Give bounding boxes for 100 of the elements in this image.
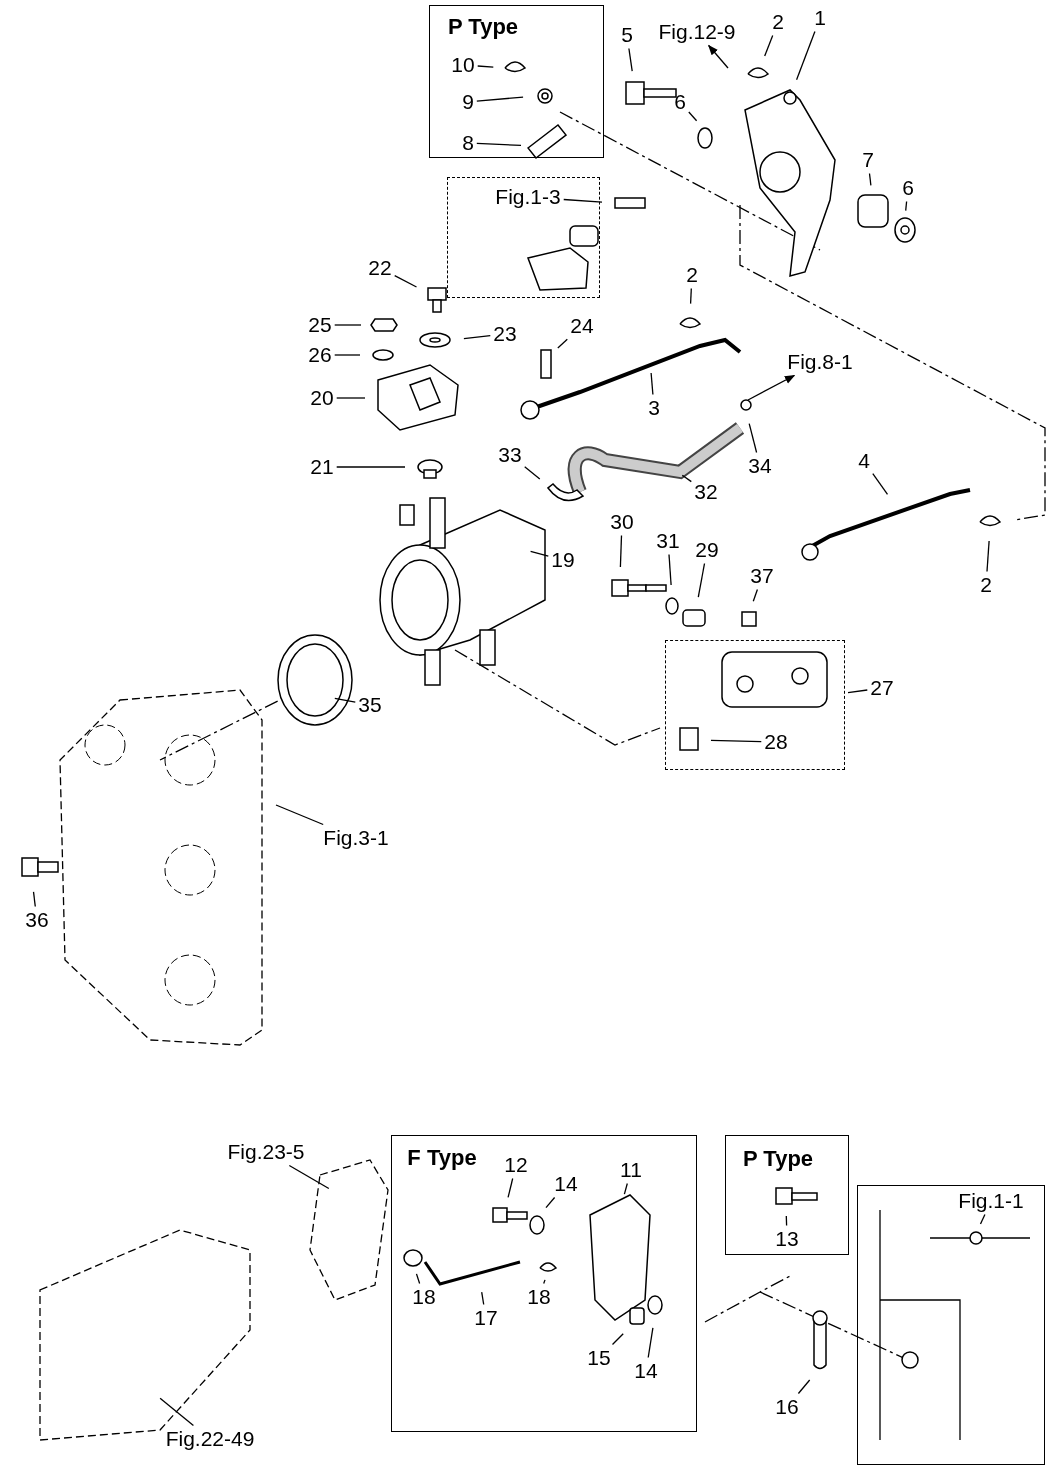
- leader-line: [275, 804, 324, 826]
- leader-line: [668, 553, 672, 586]
- callout-number: 27: [870, 676, 894, 700]
- callout-number: 20: [310, 386, 334, 410]
- callout-number: 4: [858, 449, 870, 473]
- callout-number: 32: [694, 480, 718, 504]
- callout-number: 34: [748, 454, 772, 478]
- callout-number: 15: [587, 1346, 611, 1370]
- leader-line: [905, 200, 908, 212]
- callout-number: 36: [25, 908, 49, 932]
- callout-number: 29: [695, 538, 719, 562]
- callout-number: 26: [308, 343, 332, 367]
- leader-line: [611, 1333, 624, 1346]
- leader-line: [785, 1215, 788, 1227]
- leader-line: [32, 891, 36, 908]
- leader-line: [563, 198, 603, 203]
- leader-line: [979, 1213, 986, 1225]
- callout-number: 17: [474, 1306, 498, 1330]
- callout-number: 35: [358, 693, 382, 717]
- leader-line: [872, 472, 889, 496]
- leader-line: [748, 422, 758, 454]
- callout-number: 24: [570, 314, 594, 338]
- inset-panel: [391, 1135, 697, 1432]
- figure-reference: Fig.1-1: [958, 1189, 1024, 1213]
- callout-number: 10: [451, 53, 475, 77]
- callout-number: 6: [674, 90, 686, 114]
- leader-line: [415, 1273, 421, 1285]
- callout-number: 9: [462, 90, 474, 114]
- leader-line: [524, 466, 541, 480]
- leader-line: [529, 550, 549, 557]
- leader-line: [159, 1397, 195, 1427]
- inset-panel: [429, 5, 604, 158]
- callout-number: 22: [368, 256, 392, 280]
- leader-line: [619, 534, 623, 568]
- inset-panel: [725, 1135, 849, 1255]
- callout-number: 6: [902, 176, 914, 200]
- callout-number: 11: [620, 1158, 642, 1182]
- detail-inset-panel: [857, 1185, 1045, 1465]
- callout-number: 3: [648, 396, 660, 420]
- callout-number: 25: [308, 313, 332, 337]
- callout-number: 19: [551, 548, 575, 572]
- figure-reference: Fig.8-1: [787, 350, 853, 374]
- callout-number: 2: [980, 573, 992, 597]
- leader-line: [688, 111, 698, 122]
- leader-line: [697, 562, 706, 598]
- callout-number: 30: [610, 510, 634, 534]
- leader-line: [477, 65, 494, 68]
- leader-line: [334, 324, 362, 326]
- figure-reference: Fig.1-3: [495, 185, 561, 209]
- leader-line: [795, 30, 816, 81]
- callout-number: 5: [621, 23, 633, 47]
- callout-number: 7: [862, 148, 874, 172]
- leader-line: [334, 354, 361, 356]
- callout-number: 14: [554, 1172, 578, 1196]
- leader-line: [481, 1291, 485, 1306]
- dashed-group-box: [665, 640, 845, 770]
- callout-number: 2: [772, 10, 784, 34]
- callout-number: 23: [493, 322, 517, 346]
- callout-number: 21: [310, 455, 334, 479]
- leader-line: [764, 34, 774, 57]
- figure-reference: Fig.23-5: [227, 1140, 305, 1164]
- panel-title: F Type: [407, 1145, 477, 1171]
- callout-number: 33: [498, 443, 522, 467]
- panel-title: P Type: [742, 1146, 814, 1172]
- figure-reference: Fig.22-49: [165, 1427, 255, 1451]
- leader-line: [336, 397, 366, 399]
- callout-number: 2: [686, 263, 698, 287]
- dashed-reference-box: [447, 177, 600, 298]
- leader-line: [476, 142, 522, 147]
- callout-number: 14: [634, 1359, 658, 1383]
- leader-line: [288, 1164, 330, 1190]
- leader-line: [689, 287, 692, 305]
- leader-line: [868, 172, 872, 186]
- callout-number: 16: [775, 1395, 799, 1419]
- leader-line: [986, 540, 990, 573]
- leader-line: [394, 274, 418, 288]
- callout-number: 1: [814, 6, 826, 30]
- leader-line: [557, 338, 568, 349]
- leader-line: [476, 96, 524, 102]
- panel-title: P Type: [447, 14, 519, 40]
- leader-line: [628, 47, 633, 72]
- leader-line: [463, 334, 491, 340]
- callout-number: 37: [750, 564, 774, 588]
- leader-line: [650, 372, 654, 396]
- callout-number: 12: [504, 1153, 528, 1177]
- callout-number: 31: [656, 529, 680, 553]
- callout-number: 13: [775, 1227, 799, 1251]
- callout-number: 18: [412, 1285, 436, 1309]
- leader-line: [334, 697, 356, 703]
- figure-reference: Fig.3-1: [323, 826, 389, 850]
- leader-line: [543, 1279, 546, 1285]
- leader-line: [647, 1327, 654, 1359]
- leader-line: [545, 1196, 556, 1209]
- leader-line: [710, 739, 762, 743]
- leader-line: [507, 1177, 514, 1199]
- arrow: [708, 44, 729, 69]
- callout-number: 18: [527, 1285, 551, 1309]
- leader-line: [336, 466, 406, 468]
- leader-line: [623, 1182, 628, 1195]
- callout-number: 28: [764, 730, 788, 754]
